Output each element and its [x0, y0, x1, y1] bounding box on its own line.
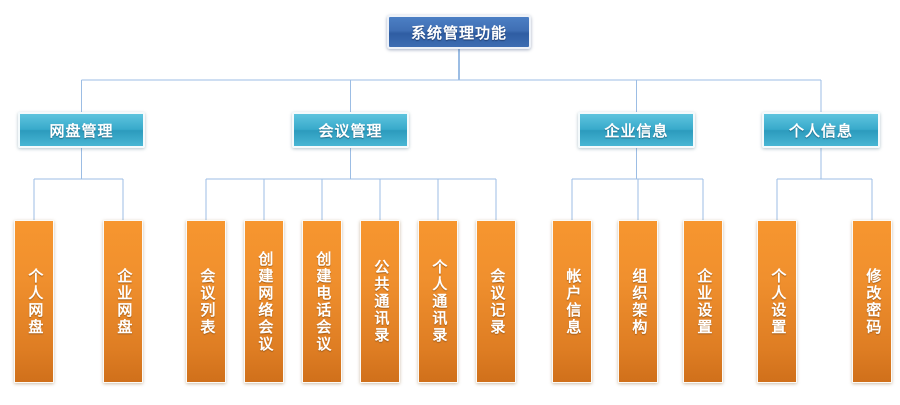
branch-node-1[interactable]: 网盘管理: [18, 112, 145, 148]
branch-node-label: 个人信息: [788, 122, 853, 140]
leaf-node-2-5[interactable]: 个人通讯录: [418, 220, 458, 383]
leaf-node-3-3[interactable]: 企业设置: [683, 220, 723, 383]
leaf-node-2-3[interactable]: 创建电话会议: [302, 220, 342, 383]
leaf-node-label: 帐户信息: [564, 267, 582, 336]
branch-node-label: 会议管理: [318, 122, 383, 140]
leaf-node-label: 企业网盘: [115, 267, 133, 336]
branch-node-3[interactable]: 企业信息: [578, 112, 695, 148]
root-node-system-management[interactable]: 系统管理功能: [387, 15, 531, 49]
branch-node-4[interactable]: 个人信息: [762, 112, 880, 148]
leaf-node-label: 创建网络会议: [256, 250, 274, 353]
leaf-node-label: 会议记录: [488, 267, 506, 336]
leaf-node-label: 会议列表: [198, 267, 216, 336]
leaf-node-label: 组织架构: [630, 267, 648, 336]
branch-node-label: 企业信息: [604, 122, 669, 140]
leaf-node-4-2[interactable]: 修改密码: [852, 220, 892, 383]
leaf-node-label: 企业设置: [695, 267, 713, 336]
leaf-node-3-1[interactable]: 帐户信息: [552, 220, 592, 383]
leaf-node-2-6[interactable]: 会议记录: [476, 220, 516, 383]
leaf-node-2-2[interactable]: 创建网络会议: [244, 220, 284, 383]
branch-node-label: 网盘管理: [49, 122, 114, 140]
leaf-node-label: 公共通讯录: [372, 259, 390, 344]
leaf-node-2-1[interactable]: 会议列表: [186, 220, 226, 383]
leaf-node-label: 个人网盘: [26, 267, 44, 336]
root-node-label: 系统管理功能: [410, 24, 507, 42]
leaf-node-3-2[interactable]: 组织架构: [618, 220, 658, 383]
leaf-node-label: 修改密码: [864, 267, 882, 336]
leaf-node-label: 个人通讯录: [430, 259, 448, 344]
branch-node-2[interactable]: 会议管理: [292, 112, 409, 148]
leaf-node-2-4[interactable]: 公共通讯录: [360, 220, 400, 383]
leaf-node-label: 创建电话会议: [314, 250, 332, 353]
leaf-node-1-1[interactable]: 个人网盘: [14, 220, 54, 383]
leaf-node-1-2[interactable]: 企业网盘: [103, 220, 143, 383]
leaf-node-4-1[interactable]: 个人设置: [757, 220, 797, 383]
leaf-node-label: 个人设置: [769, 267, 787, 336]
